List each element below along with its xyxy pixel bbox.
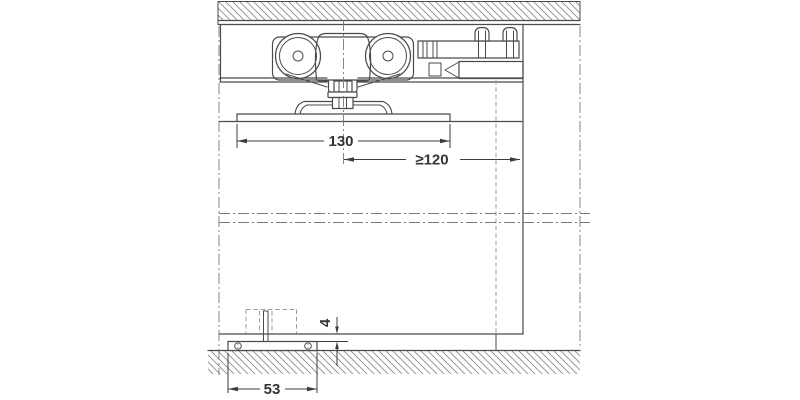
dimension-label-53: 53 [264,381,281,398]
ceiling-hatch [218,1,580,21]
fixing-bolts [474,26,518,58]
clamp-fitting [428,60,524,80]
floor-guide-plate [227,340,318,352]
fixing-bolt-left [474,26,490,42]
roller-carriage [271,32,415,94]
door-panel [218,120,524,335]
dimension-floor-guide-length: 53 [227,353,318,398]
dimension-hanger-plate-width: 130 [236,124,451,150]
hanger-bolt-assembly [327,80,358,99]
fixing-bolt-right [502,26,518,42]
guide-plate-screws [234,342,312,350]
centerlines [218,20,590,375]
stopper-bar [417,40,520,59]
hex-nut [331,96,354,110]
roller-left [274,32,322,80]
floor-hatch [208,351,580,374]
guide-pins [245,309,297,342]
carriage-foot [327,80,358,94]
ceiling-soffit-line [217,19,581,26]
ceiling-section [217,1,581,26]
dimension-label-min-120: ≥120 [415,152,448,169]
dimension-label-130: 130 [328,133,353,150]
floor-guide [227,309,318,352]
carriage-struts [285,73,401,88]
roller-right [364,32,412,80]
hanger-bolt [333,80,353,93]
floor-section [207,349,581,374]
rail-bottom-flange [219,77,524,83]
carriage-center-body [314,32,372,82]
dimension-label-4: 4 [317,318,334,327]
carriage-frame [271,36,415,81]
bracket-plate [236,113,451,123]
door-panel-edges [218,120,524,335]
soft-close-unit [417,26,524,80]
dimension-floor-clearance: 4 [317,317,348,366]
washer [327,91,358,99]
dimension-min-side-clearance: ≥120 [344,152,520,169]
